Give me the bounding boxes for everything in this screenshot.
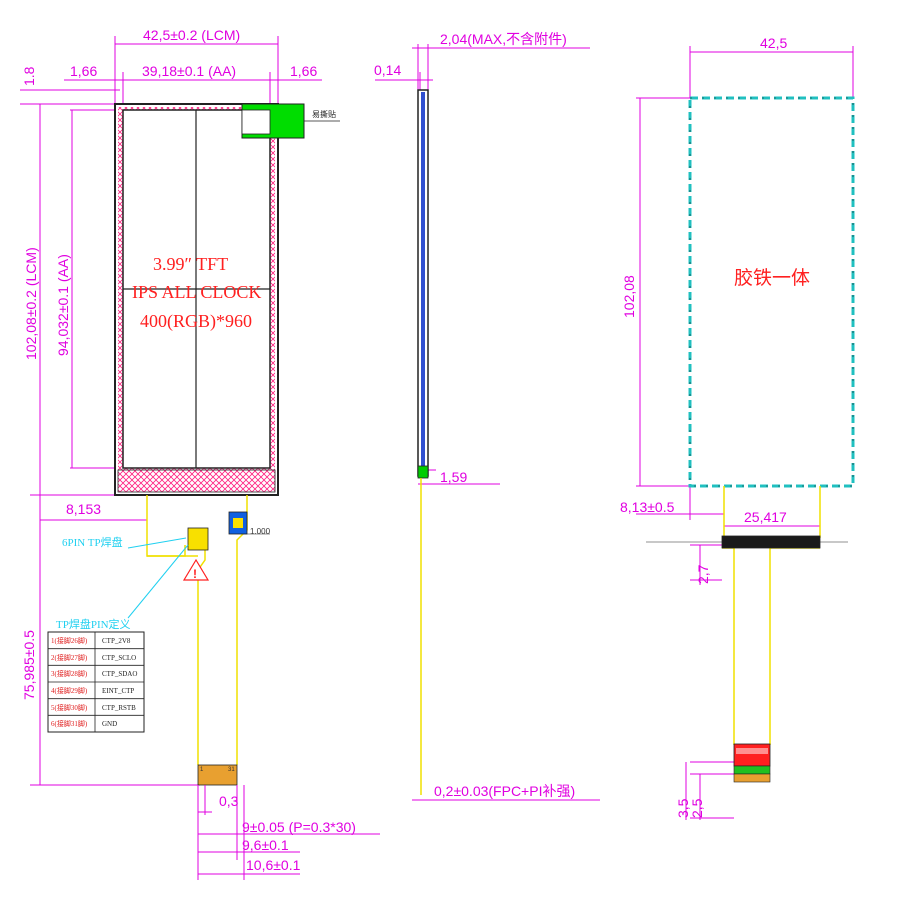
dim-aa-height: 94,032±0.1 (AA) (55, 254, 71, 356)
connector-bar (721, 535, 821, 549)
pin-num: 1(接脚26脚) (51, 636, 88, 645)
dim-fpc-length: 75,985±0.5 (21, 630, 37, 700)
pin-name: GND (102, 720, 117, 728)
dim-back-height: 102,08 (621, 275, 637, 318)
pin-num: 2(接脚27脚) (51, 653, 88, 662)
dim-25417: 25,417 (744, 509, 787, 525)
dim-27: 2,7 (695, 564, 711, 584)
dim-pitch: 9±0.05 (P=0.3*30) (242, 819, 356, 835)
dim-159: 1,59 (440, 469, 467, 485)
dim-106: 10,6±0.1 (246, 857, 301, 873)
pin-name: CTP_SCLO (102, 654, 136, 662)
dim-03: 0,3 (219, 793, 239, 809)
pin-num: 6(接脚31脚) (51, 719, 88, 728)
label-6pin: 6PIN TP焊盘 (62, 535, 123, 549)
pin-name: EINT_CTP (102, 687, 134, 695)
gold-finger (197, 764, 238, 786)
dim-96: 9,6±0.1 (242, 837, 289, 853)
dim-back-width: 42,5 (760, 35, 787, 51)
dim-lcm-width: 42,5±0.2 (LCM) (143, 27, 240, 43)
back-view: 42,5 102,08 胶铁一体 8,13±0.5 25,417 2,7 3,5… (620, 35, 855, 820)
dim-margin-right: 1,66 (290, 63, 317, 79)
panel-size: 3.99″ TFT (153, 254, 228, 274)
tp-pad-6pin (187, 527, 209, 551)
back-frame-outline (688, 96, 855, 488)
pin-name: CTP_2V8 (102, 637, 131, 645)
pin-table: 1(接脚26脚) CTP_2V8 2(接脚27脚) CTP_SCLO 3(接脚2… (47, 631, 145, 733)
label-center: 胶铁一体 (734, 267, 810, 289)
pin-num: 3(接脚28脚) (51, 669, 88, 678)
red-connector (733, 743, 771, 767)
svg-text:!: ! (193, 567, 197, 581)
panel-resolution: 400(RGB)*960 (140, 311, 252, 332)
dim-max-thickness: 2,04(MAX,不含附件) (440, 31, 567, 47)
pin-num: 4(接脚29脚) (51, 686, 88, 695)
warning-icon (182, 558, 210, 581)
dim-014: 0,14 (374, 62, 401, 78)
pin-name: CTP_SDAO (102, 670, 137, 678)
label-easy-tear: 易撕贴 (312, 109, 336, 119)
dim-lcm-height: 102,08±0.2 (LCM) (23, 247, 39, 360)
dim-813: 8,13±0.5 (620, 499, 675, 515)
front-view: 42,5±0.2 (LCM) 1,66 39,18±0.1 (AA) 1,66 … (20, 27, 380, 880)
bottom-ledge (117, 469, 276, 493)
dim-1000: 1.000 (250, 527, 271, 536)
dim-aa-width: 39,18±0.1 (AA) (142, 63, 236, 79)
dim-8153: 8,153 (66, 501, 101, 517)
dim-25: 2,5 (689, 798, 705, 818)
dim-fpc-thickness: 0,2±0.03(FPC+PI补强) (434, 783, 575, 799)
pin-table-title: TP焊盘PIN定义 (56, 617, 131, 631)
dim-margin-left: 1,66 (70, 63, 97, 79)
pin-name: CTP_RSTB (102, 704, 136, 712)
side-view: 2,04(MAX,不含附件) 0,14 1,59 0,2±0.03(FPC+PI… (374, 31, 600, 801)
pin-first: 1 (200, 767, 204, 773)
dim-35: 3,5 (675, 798, 691, 818)
panel-type: IPS ALL CLOCK (132, 282, 261, 302)
pin-last: 31 (228, 767, 235, 773)
pin-num: 5(接脚30脚) (51, 703, 88, 712)
dim-top: 1.8 (21, 66, 37, 86)
